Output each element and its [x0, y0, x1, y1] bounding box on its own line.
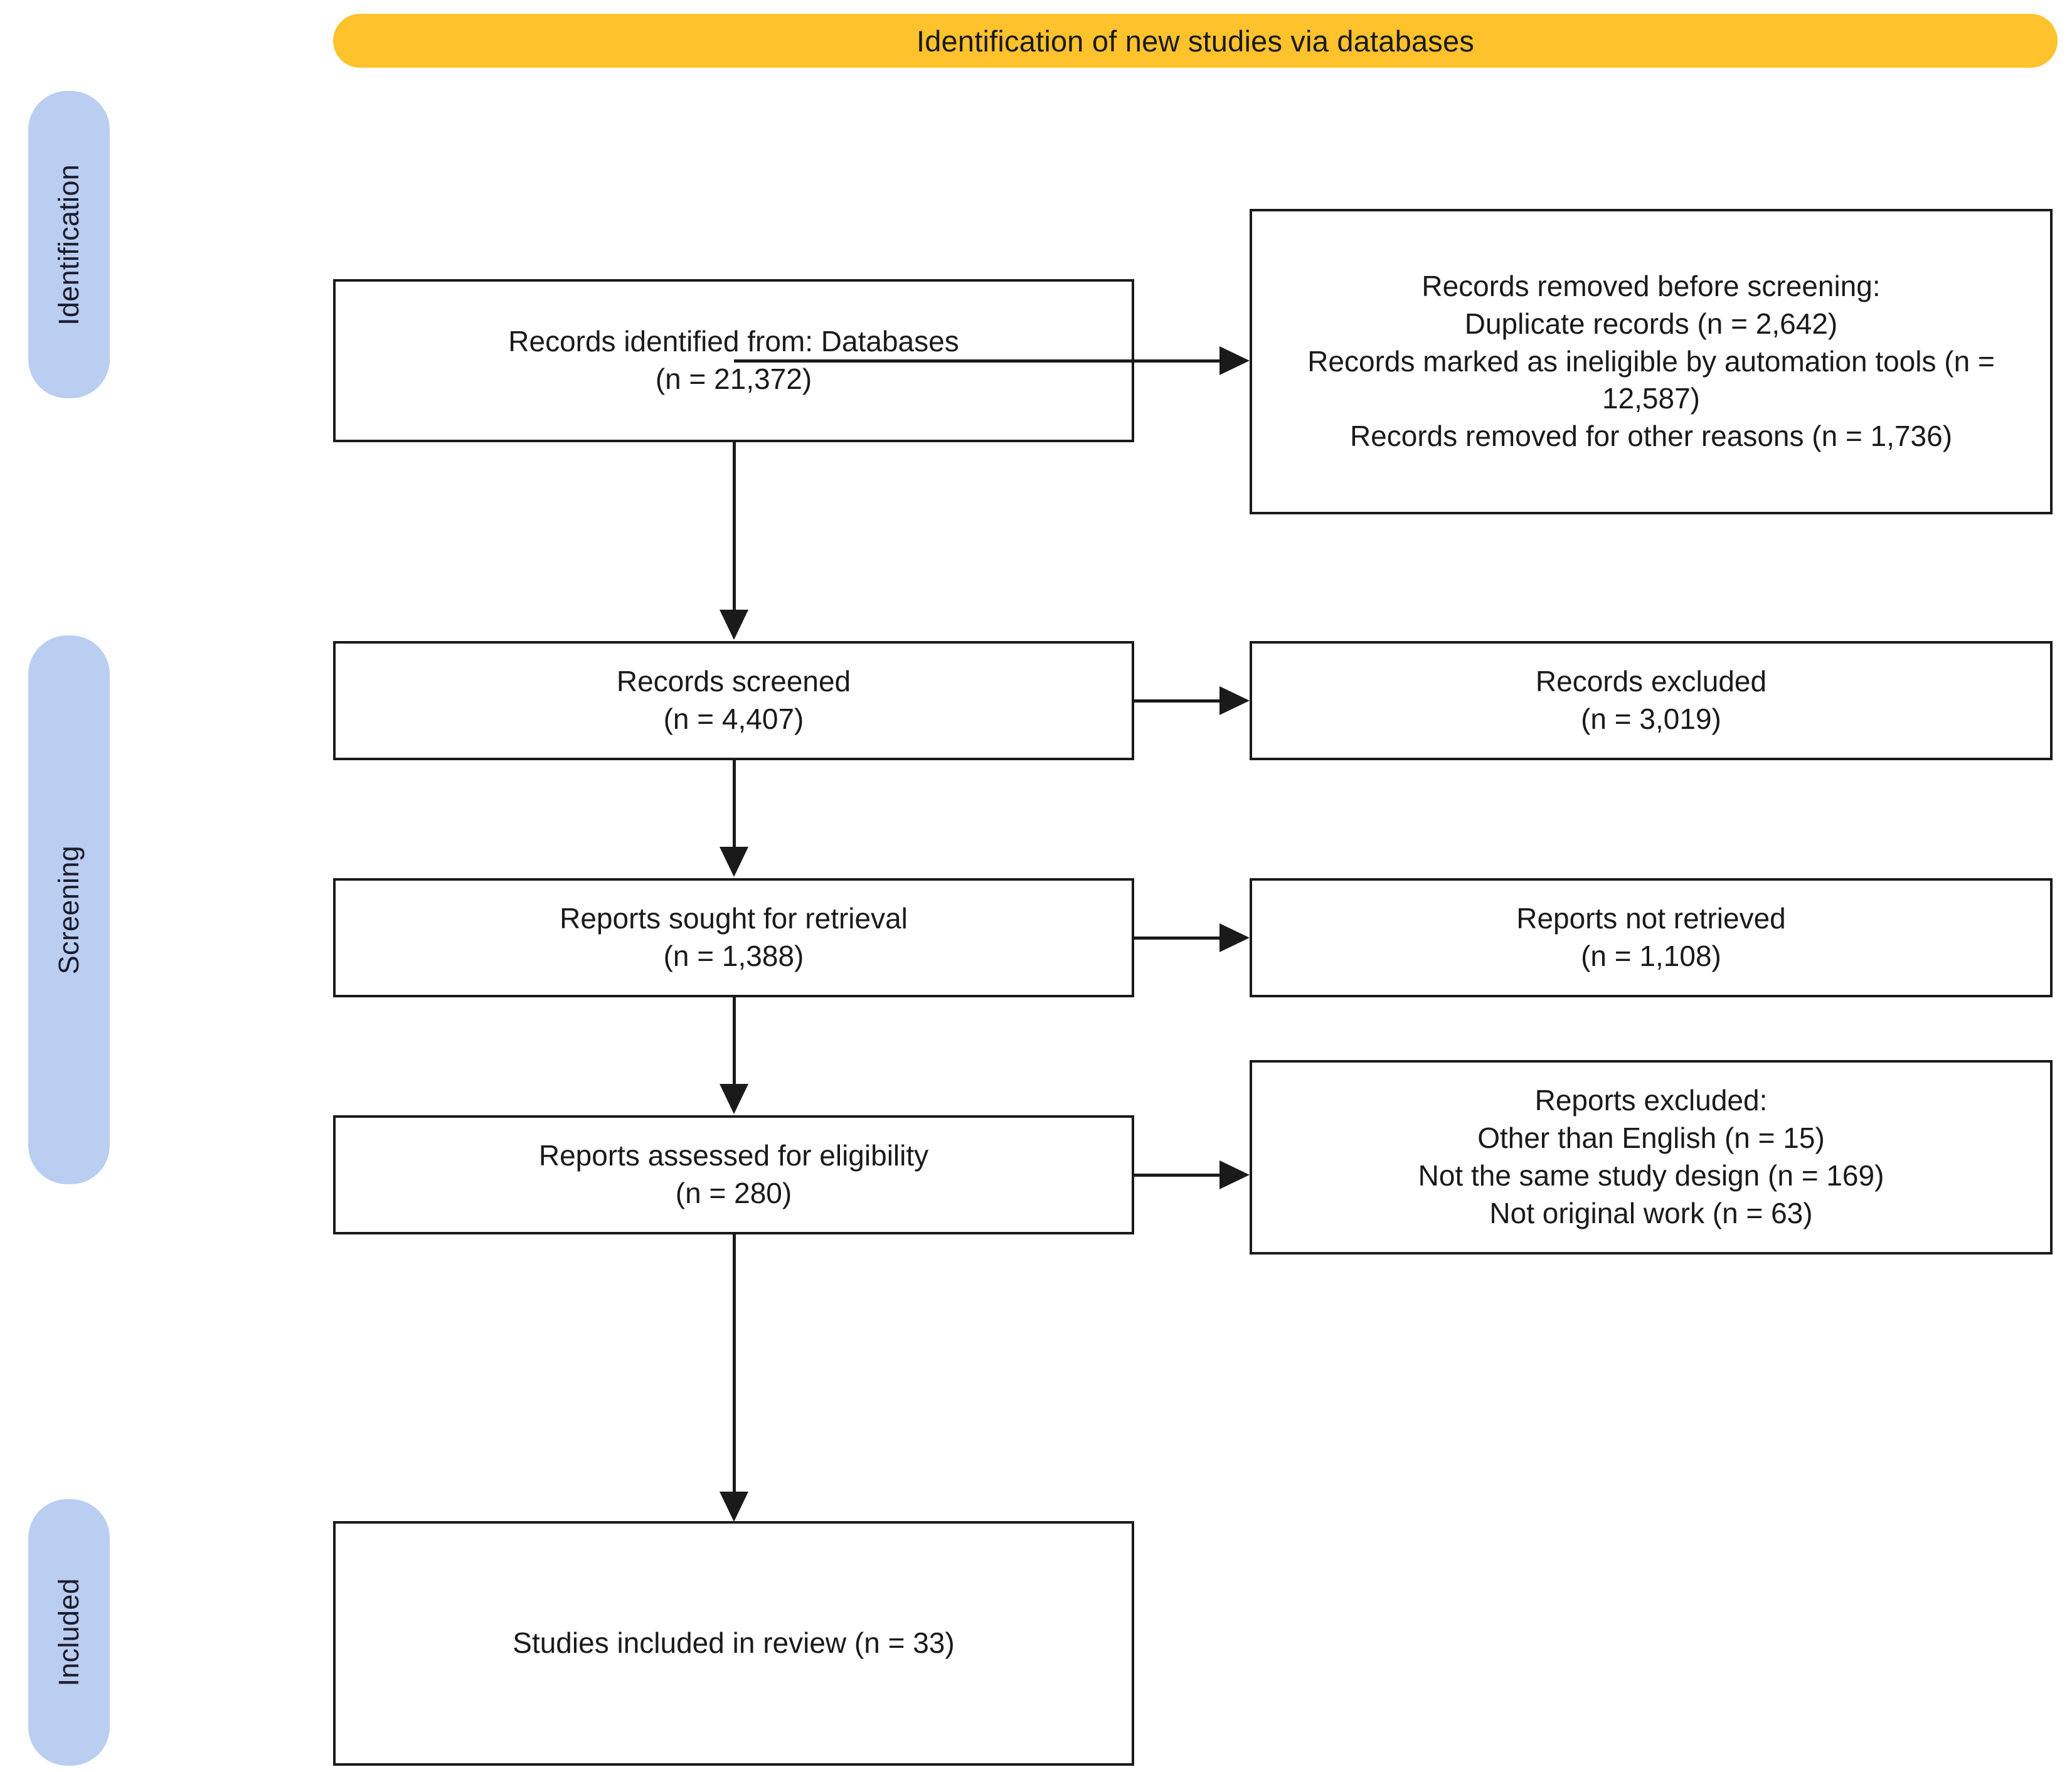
connector-identified-to-removed [734, 359, 1220, 363]
box-reports-not-retrieved-text: Reports not retrieved (n = 1,108) [1516, 902, 1786, 972]
connector-identified-to-screened [733, 442, 736, 610]
box-records-excluded: Records excluded (n = 3,019) [1250, 641, 2053, 760]
box-reports-assessed-text: Reports assessed for eligibility (n = 28… [538, 1139, 929, 1209]
arrowhead-assessed-to-included [720, 1492, 748, 1522]
stage-pill-screening-label: Screening [53, 845, 85, 975]
box-studies-included-text: Studies included in review (n = 33) [513, 1626, 955, 1660]
box-studies-included: Studies included in review (n = 33) [333, 1521, 1134, 1766]
box-reports-sought-text: Reports sought for retrieval (n = 1,388) [560, 902, 908, 972]
arrowhead-identified-to-removed [1219, 346, 1250, 375]
arrowhead-screened-to-sought [720, 847, 748, 877]
connector-assessed-to-excluded [1134, 1174, 1220, 1177]
box-records-identified-text: Records identified from: Databases (n = … [508, 325, 959, 395]
arrowhead-identified-to-screened [720, 610, 748, 640]
arrowhead-screened-to-excluded [1219, 686, 1250, 715]
stage-pill-identification: Identification [28, 91, 110, 398]
connector-screened-to-excluded [1134, 699, 1220, 703]
arrowhead-sought-to-assessed [720, 1084, 748, 1114]
arrowhead-assessed-to-excluded [1219, 1160, 1250, 1189]
box-reports-excluded-text: Reports excluded: Other than English (n … [1418, 1084, 1884, 1229]
box-records-screened: Records screened (n = 4,407) [333, 641, 1134, 760]
box-reports-assessed: Reports assessed for eligibility (n = 28… [333, 1115, 1134, 1234]
stage-pill-included: Included [28, 1499, 110, 1766]
connector-assessed-to-included [733, 1234, 736, 1498]
connector-sought-to-assessed [733, 997, 736, 1091]
connector-sought-to-not-retrieved [1134, 936, 1220, 940]
stage-pill-screening: Screening [28, 635, 110, 1184]
box-reports-excluded: Reports excluded: Other than English (n … [1250, 1060, 2053, 1255]
box-records-removed-before-screening-text: Records removed before screening: Duplic… [1307, 270, 1995, 453]
box-records-excluded-text: Records excluded (n = 3,019) [1535, 665, 1767, 735]
stage-pill-identification-label: Identification [53, 164, 85, 326]
banner-label: Identification of new studies via databa… [916, 24, 1475, 58]
diagram-banner: Identification of new studies via databa… [333, 14, 2058, 68]
box-records-screened-text: Records screened (n = 4,407) [616, 665, 851, 735]
arrowhead-sought-to-not-retrieved [1219, 923, 1250, 952]
box-reports-sought: Reports sought for retrieval (n = 1,388) [333, 878, 1134, 997]
connector-screened-to-sought [733, 760, 736, 854]
stage-pill-included-label: Included [53, 1578, 85, 1687]
box-records-removed-before-screening: Records removed before screening: Duplic… [1250, 209, 2053, 514]
box-reports-not-retrieved: Reports not retrieved (n = 1,108) [1250, 878, 2053, 997]
